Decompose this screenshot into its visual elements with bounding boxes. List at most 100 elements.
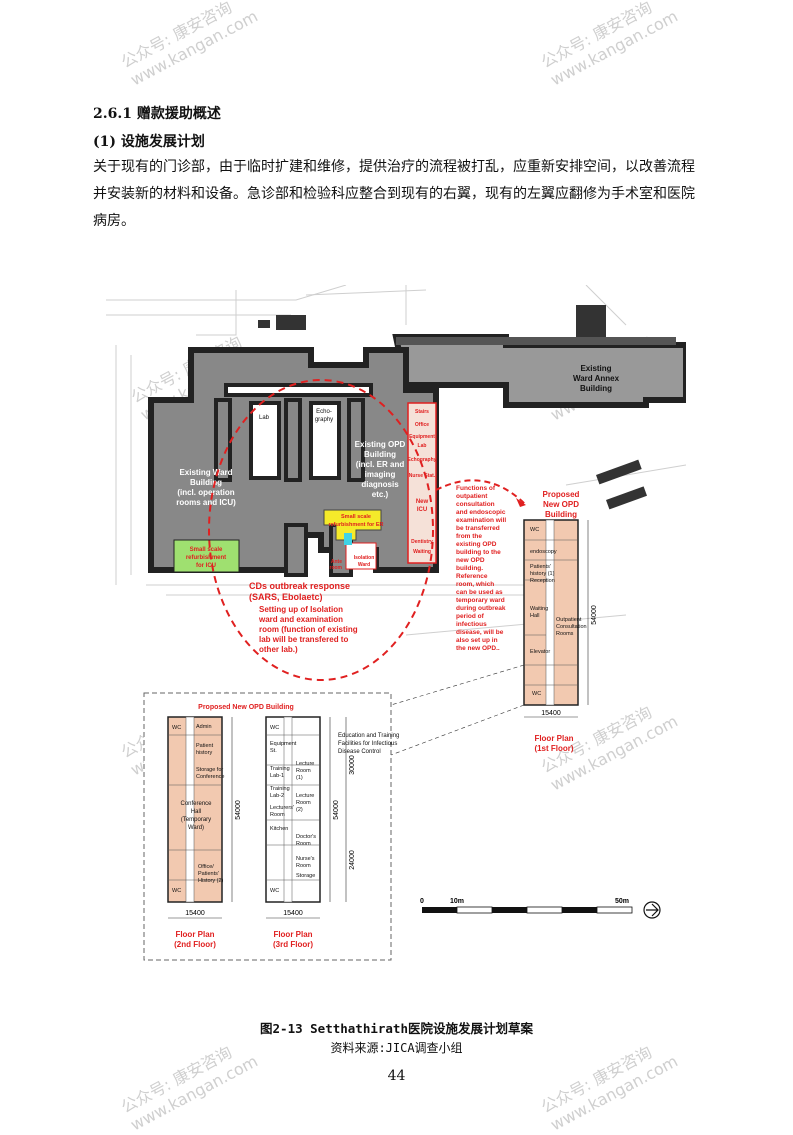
- svg-text:refurbishment for ER: refurbishment for ER: [328, 522, 383, 528]
- svg-text:Floor Plan: Floor Plan: [273, 930, 312, 939]
- svg-text:rooms and ICU): rooms and ICU): [176, 498, 236, 507]
- svg-text:15400: 15400: [541, 710, 561, 717]
- svg-text:Office: Office: [415, 422, 429, 428]
- svg-text:Outpatient: Outpatient: [556, 617, 582, 623]
- svg-text:54000: 54000: [333, 800, 340, 820]
- svg-text:(1st Floor): (1st Floor): [534, 744, 573, 753]
- svg-text:Room: Room: [296, 863, 311, 869]
- svg-text:Proposed New OPD Building: Proposed New OPD Building: [198, 704, 294, 711]
- svg-text:room (function of existing: room (function of existing: [259, 625, 358, 634]
- svg-text:refurbishment: refurbishment: [186, 555, 226, 561]
- svg-text:Office/: Office/: [198, 864, 214, 870]
- svg-text:infectious: infectious: [456, 621, 487, 628]
- svg-text:Reference: Reference: [456, 573, 488, 580]
- svg-text:Education and Training: Education and Training: [338, 733, 399, 739]
- subsection-title: (1) 设施发展计划: [93, 134, 205, 150]
- svg-text:St.: St.: [270, 748, 277, 754]
- svg-text:also set up in: also set up in: [456, 637, 498, 644]
- section-title: 2.6.1 赠款援助概述: [93, 106, 221, 122]
- svg-text:Lecturers': Lecturers': [270, 805, 294, 811]
- svg-text:Lab-1: Lab-1: [270, 773, 284, 779]
- svg-text:Consultation: Consultation: [556, 624, 587, 630]
- svg-text:Room: Room: [296, 768, 311, 774]
- svg-text:temporary ward: temporary ward: [456, 597, 505, 604]
- svg-text:other lab.): other lab.): [259, 645, 298, 654]
- svg-text:building to the: building to the: [456, 549, 501, 556]
- svg-text:be transferred: be transferred: [456, 525, 500, 532]
- svg-text:from the: from the: [456, 533, 482, 540]
- svg-text:Admin: Admin: [196, 724, 212, 730]
- svg-text:New OPD: New OPD: [543, 500, 579, 509]
- svg-text:Building: Building: [364, 450, 396, 459]
- svg-text:outpatient: outpatient: [456, 493, 488, 500]
- svg-text:24000: 24000: [349, 850, 356, 870]
- svg-text:WC: WC: [270, 888, 279, 894]
- svg-text:ward and examination: ward and examination: [258, 615, 343, 624]
- svg-text:Dentistry: Dentistry: [411, 539, 433, 545]
- svg-text:WC: WC: [532, 691, 541, 697]
- svg-text:54000: 54000: [591, 605, 598, 625]
- svg-text:Ward Annex: Ward Annex: [573, 374, 620, 383]
- svg-text:Waiting: Waiting: [530, 606, 548, 612]
- svg-text:Lecture: Lecture: [296, 793, 314, 799]
- svg-text:(2nd Floor): (2nd Floor): [174, 940, 216, 949]
- svg-text:and endoscopic: and endoscopic: [456, 509, 506, 516]
- svg-text:54000: 54000: [235, 800, 242, 820]
- svg-text:Existing: Existing: [580, 364, 611, 373]
- svg-text:Stairs: Stairs: [415, 409, 429, 415]
- svg-text:Facilities for Infectious: Facilities for Infectious: [338, 741, 397, 747]
- svg-text:Disease Control: Disease Control: [338, 749, 381, 755]
- svg-text:Room: Room: [296, 841, 311, 847]
- figure-caption: 图2-13 Setthathirath医院设施发展计划草案: [260, 1021, 533, 1036]
- svg-text:WC: WC: [530, 527, 539, 533]
- svg-text:(2): (2): [296, 807, 303, 813]
- svg-text:CDs outbreak response: CDs outbreak response: [249, 581, 350, 591]
- svg-text:(incl. operation: (incl. operation: [177, 488, 234, 497]
- svg-text:etc.): etc.): [372, 490, 389, 499]
- svg-text:Lab: Lab: [259, 415, 270, 421]
- svg-text:Reception: Reception: [530, 578, 555, 584]
- svg-text:Functions of: Functions of: [456, 485, 496, 492]
- svg-text:Doctor's: Doctor's: [296, 834, 316, 840]
- svg-text:can be used as: can be used as: [456, 589, 503, 596]
- svg-text:Building: Building: [190, 478, 222, 487]
- svg-text:consultation: consultation: [456, 501, 495, 508]
- svg-text:Lab-2: Lab-2: [270, 793, 284, 799]
- svg-text:Setting up of Isolation: Setting up of Isolation: [259, 605, 343, 614]
- svg-text:Room: Room: [296, 800, 311, 806]
- svg-text:for ICU: for ICU: [196, 563, 216, 569]
- svg-text:history: history: [196, 750, 212, 756]
- svg-text:Training: Training: [270, 786, 290, 792]
- svg-text:during outbreak: during outbreak: [456, 605, 506, 612]
- page-number: 44: [387, 1068, 406, 1084]
- svg-text:Nurse's: Nurse's: [296, 856, 315, 862]
- svg-text:Existing Ward: Existing Ward: [179, 468, 232, 477]
- svg-text:Building: Building: [545, 510, 577, 519]
- svg-text:Conference: Conference: [196, 774, 224, 780]
- svg-text:building.: building.: [456, 565, 483, 572]
- svg-text:endoscopy: endoscopy: [530, 549, 557, 555]
- svg-text:New: New: [416, 499, 429, 505]
- svg-text:WC: WC: [270, 725, 279, 731]
- svg-text:Small scale: Small scale: [190, 547, 223, 553]
- svg-text:15400: 15400: [283, 910, 303, 917]
- svg-text:Waiting: Waiting: [413, 549, 431, 555]
- svg-text:Echography: Echography: [408, 457, 437, 463]
- svg-text:Floor Plan: Floor Plan: [534, 734, 573, 743]
- svg-text:0: 0: [420, 898, 424, 905]
- svg-text:ICU: ICU: [417, 507, 427, 513]
- svg-text:30000: 30000: [349, 755, 356, 775]
- svg-text:Patients': Patients': [198, 871, 219, 877]
- svg-text:WC: WC: [172, 725, 181, 731]
- svg-text:graphy: graphy: [315, 417, 333, 423]
- svg-text:Room: Room: [270, 812, 285, 818]
- svg-text:lab will be transfered to: lab will be transfered to: [259, 635, 348, 644]
- site-plan-figure: Stairs Office Equipment Lab Echography N…: [106, 285, 686, 961]
- svg-text:Hall: Hall: [191, 809, 201, 815]
- svg-text:period of: period of: [456, 613, 485, 620]
- svg-text:new OPD: new OPD: [456, 557, 485, 564]
- svg-text:Conference: Conference: [180, 801, 212, 807]
- svg-text:(3rd Floor): (3rd Floor): [273, 940, 313, 949]
